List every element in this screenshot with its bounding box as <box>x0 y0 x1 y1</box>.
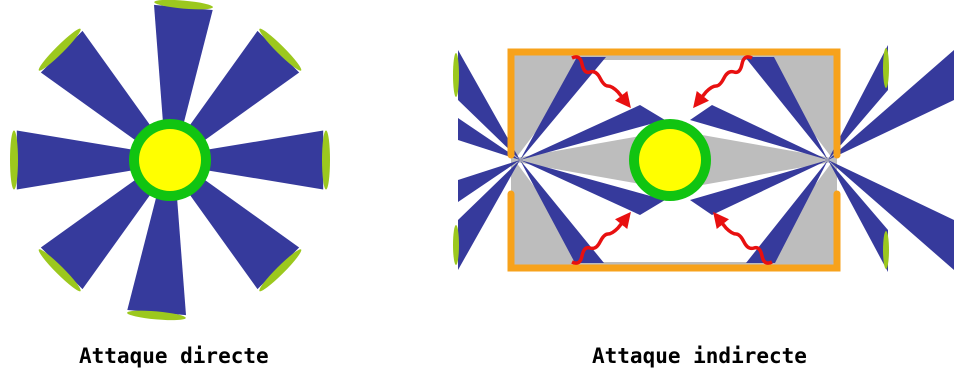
indirect-attack-diagram <box>453 45 954 272</box>
direct-attack-diagram <box>10 0 330 322</box>
caption-direct-attack: Attaque directe <box>79 344 269 368</box>
laser-beam <box>194 131 324 190</box>
beam-face <box>10 131 18 190</box>
caption-indirect-attack: Attaque indirecte <box>592 344 807 368</box>
beam-face <box>322 131 330 190</box>
laser-beam <box>17 131 147 190</box>
capsule-core <box>139 129 201 191</box>
hohlraum-capsule-core <box>639 129 701 191</box>
